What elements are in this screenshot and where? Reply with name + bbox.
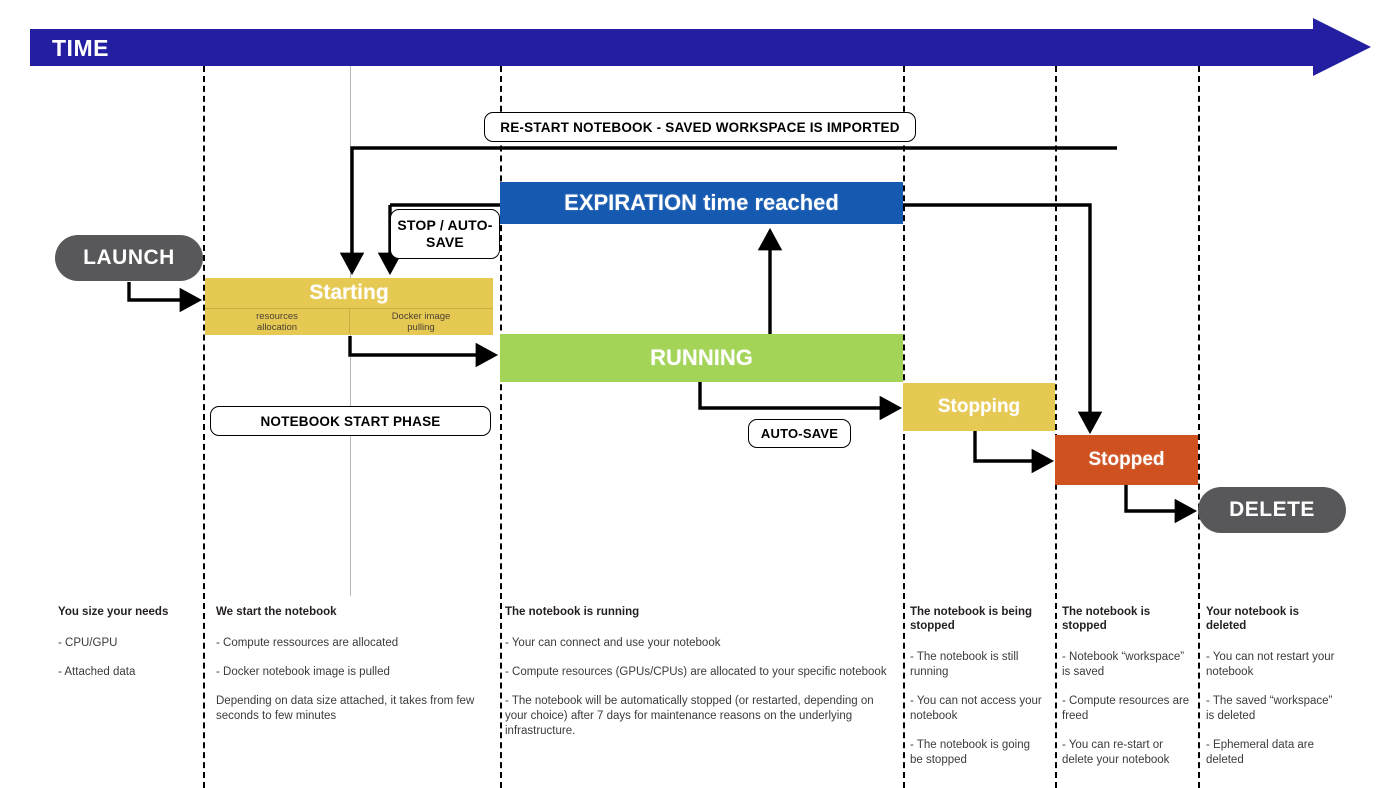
description-column-stopped: The notebook is stopped - Notebook “work… [1062, 605, 1190, 782]
callout-restart-notebook[interactable]: RE-START NOTEBOOK - SAVED WORKSPACE IS I… [484, 112, 916, 142]
phase-divider-2 [500, 66, 502, 788]
column-line: - CPU/GPU [58, 637, 118, 649]
column-line: - Docker notebook image is pulled [216, 666, 390, 678]
column-line: - You can re-start or delete your notebo… [1062, 739, 1170, 766]
state-delete[interactable]: DELETE [1198, 487, 1346, 533]
substep-divider [349, 308, 350, 334]
state-running[interactable]: RUNNING [500, 334, 903, 382]
time-axis-bar [30, 29, 1315, 66]
phase-divider-5 [1198, 66, 1200, 788]
time-axis-label: TIME [52, 35, 109, 61]
description-column-deleted: Your notebook is deleted - You can not r… [1206, 605, 1341, 782]
column-line: - The notebook is going be stopped [910, 739, 1030, 766]
column-line: - The notebook will be automatically sto… [505, 695, 874, 737]
state-launch[interactable]: LAUNCH [55, 235, 203, 281]
state-stopping[interactable]: Stopping [903, 383, 1055, 431]
description-column-start: We start the notebook - Compute ressourc… [216, 605, 478, 738]
column-line: - Notebook “workspace” is saved [1062, 651, 1185, 678]
column-title: Your notebook is deleted [1206, 606, 1300, 632]
column-line: - Compute resources are freed [1062, 695, 1190, 722]
callout-autosave[interactable]: AUTO-SAVE [748, 419, 851, 448]
callout-notebook-start-phase[interactable]: NOTEBOOK START PHASE [210, 406, 491, 436]
column-line: - Compute ressources are allocated [216, 637, 399, 649]
description-column-running: The notebook is running - Your can conne… [505, 605, 895, 753]
column-title: You size your needs [58, 606, 169, 618]
state-expiration[interactable]: EXPIRATION time reached [500, 182, 903, 224]
column-title: The notebook is running [505, 606, 640, 618]
column-title: We start the notebook [216, 606, 337, 618]
column-line: - The notebook is still running [910, 651, 1019, 678]
column-line: - The saved “workspace” is deleted [1206, 695, 1333, 722]
column-line: Depending on data size attached, it take… [216, 695, 475, 722]
column-line: - Ephemeral data are deleted [1206, 739, 1315, 766]
phase-divider-4 [1055, 66, 1057, 788]
column-line: - You can not restart your notebook [1206, 651, 1335, 678]
callout-stop-autosave[interactable]: STOP / AUTO-SAVE [390, 209, 500, 259]
phase-divider-1 [203, 66, 205, 788]
column-title: The notebook is being stopped [910, 606, 1033, 632]
column-line: - Your can connect and use your notebook [505, 637, 721, 649]
column-line: - Attached data [58, 666, 136, 678]
state-starting[interactable]: Starting [205, 278, 493, 308]
description-column-sizing: You size your needs - CPU/GPU - Attached… [58, 605, 190, 694]
column-line: - You can not access your notebook [910, 695, 1042, 722]
column-title: The notebook is stopped [1062, 606, 1151, 632]
column-line: - Compute resources (GPUs/CPUs) are allo… [505, 666, 887, 678]
state-stopped[interactable]: Stopped [1055, 435, 1198, 485]
description-column-stopping: The notebook is being stopped - The note… [910, 605, 1043, 782]
right-arrow-icon [1313, 18, 1371, 76]
